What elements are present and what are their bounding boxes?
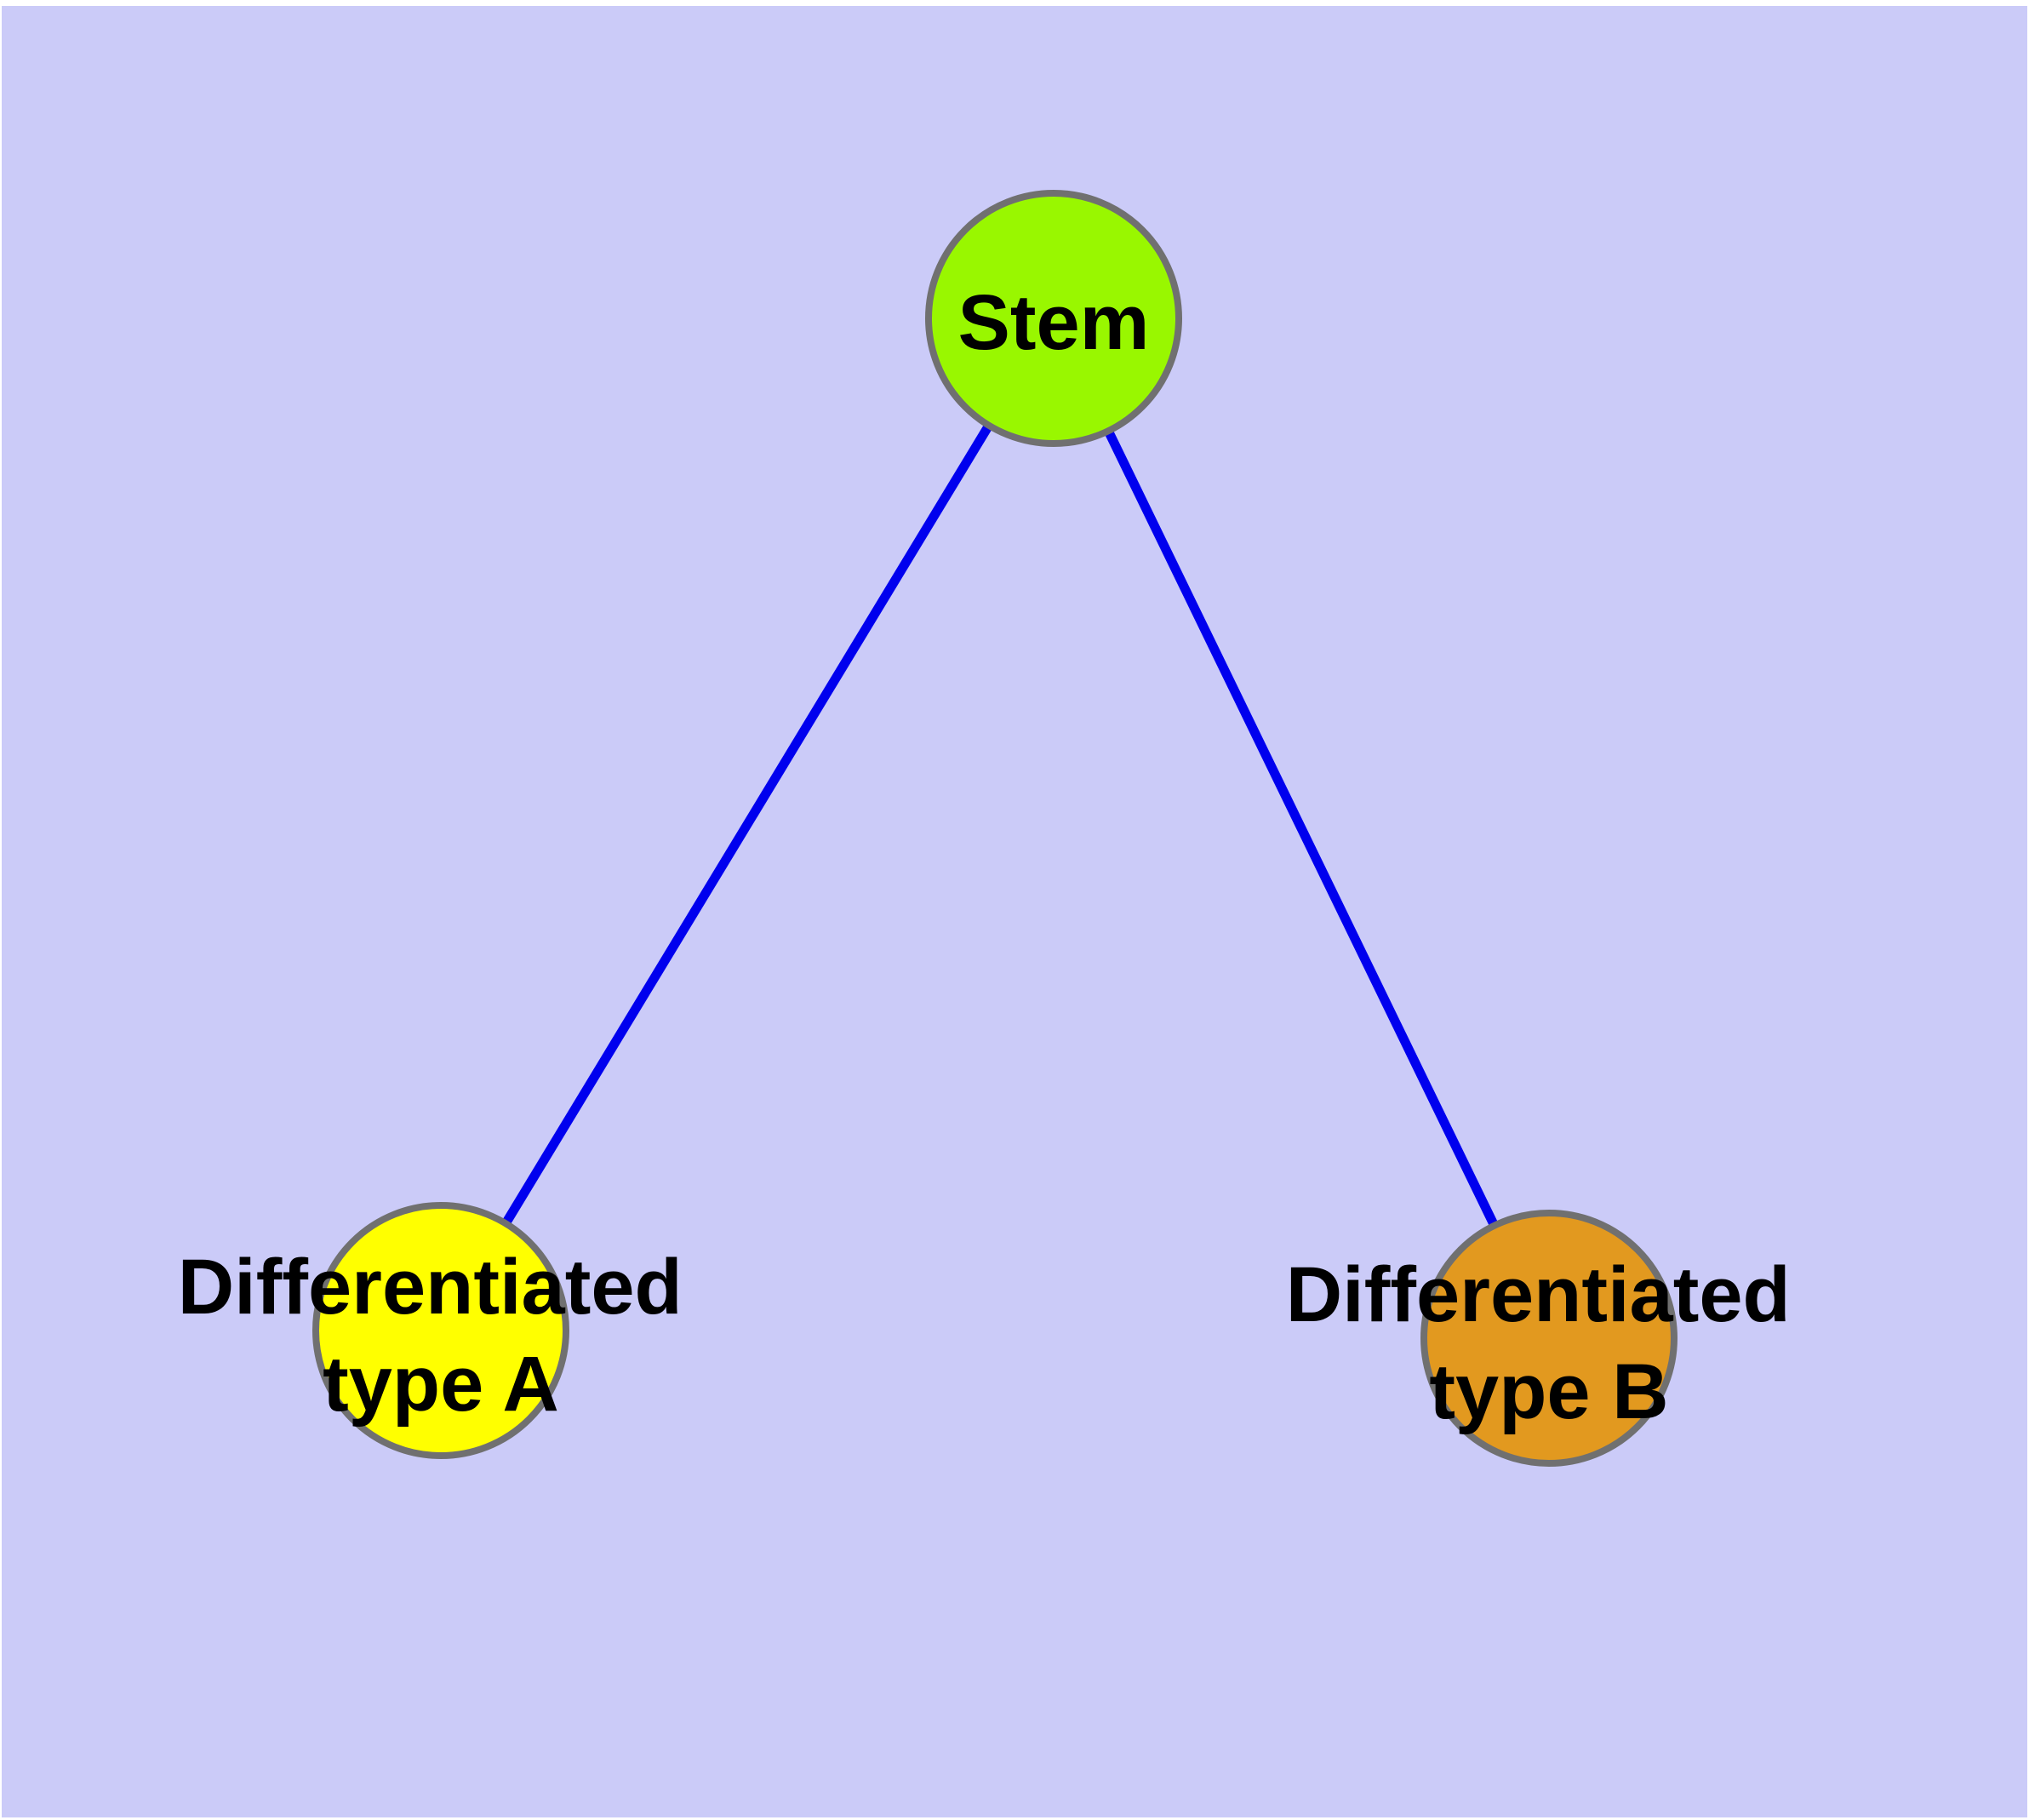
node-differentiated-type-a	[312, 1202, 569, 1459]
node-differentiated-type-b-label: Differentiated type B	[1286, 1251, 1813, 1435]
node-differentiated-type-a-label: Differentiated type A	[178, 1244, 705, 1428]
type-a-label-line-1: Differentiated	[178, 1244, 683, 1331]
node-stem-label: Stem	[958, 279, 1150, 366]
edge-stem-to-type-b	[1049, 316, 1553, 1341]
type-a-label-line-2: type A	[323, 1341, 559, 1428]
edge-stem-to-type-a	[437, 316, 1058, 1333]
node-differentiated-type-b	[1420, 1210, 1677, 1467]
type-b-label-line-2: type B	[1429, 1348, 1668, 1435]
type-b-label-line-1: Differentiated	[1286, 1251, 1791, 1338]
node-stem	[925, 190, 1182, 447]
